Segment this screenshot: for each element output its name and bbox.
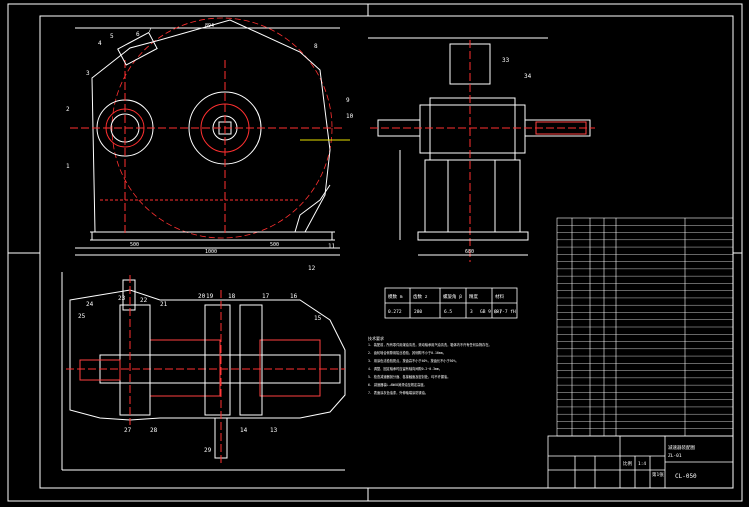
- svg-text:24: 24: [86, 301, 94, 308]
- svg-text:10: 10: [346, 113, 354, 120]
- tech-req-line-6: 6. 减速器装L-AN68润滑油至规定高度。: [368, 382, 427, 387]
- top-section-leaders: 25 24 23 22 21 20 19 18 17 16 15 27 28 2…: [78, 293, 322, 454]
- tech-req-title: 技术要求: [368, 335, 384, 341]
- svg-text:280: 280: [414, 309, 422, 315]
- drawing-code: CL-050: [675, 473, 697, 480]
- tech-req-line-4: 4. 调整、固定轴承时应留有轴向间隙0.2~0.3mm。: [368, 366, 442, 371]
- tech-req-line-5: 5. 检查减速器剖分面、各接触面及密封处，均不许漏油。: [368, 374, 450, 379]
- svg-text:22: 22: [140, 297, 148, 304]
- svg-text:8: 8: [314, 43, 318, 50]
- title-block-text: 减速器装配图 ZL-01 CL-050 比例 1:4 第1张 技术要求: [368, 335, 697, 480]
- svg-text:34: 34: [524, 73, 532, 80]
- parameter-table-text: 模数 m 齿数 z 螺旋角 β 精度 材料 0.272 280 6.5 3 GB…: [388, 293, 516, 315]
- svg-text:13: 13: [270, 427, 278, 434]
- svg-text:11: 11: [328, 243, 336, 250]
- svg-text:8-7-7 fH: 8-7-7 fH: [494, 309, 516, 315]
- svg-text:19: 19: [206, 293, 214, 300]
- gear-parameter-table: [384, 287, 518, 319]
- svg-text:12: 12: [308, 265, 316, 272]
- svg-text:9: 9: [346, 97, 350, 104]
- side-dim: 680: [465, 249, 474, 255]
- svg-text:3: 3: [86, 70, 90, 77]
- front-dim-a: 500: [130, 242, 139, 248]
- assembly-name: 减速器装配图: [668, 444, 695, 451]
- sheet-label: 第1张: [652, 471, 664, 478]
- svg-text:15: 15: [314, 315, 322, 322]
- technical-requirements: 1. 装配前，所有零件用煤油清洗，滚动轴承用汽油清洗，箱体内不许有任何杂物存在。…: [368, 342, 492, 395]
- top-section-view: [61, 272, 346, 471]
- svg-text:27: 27: [124, 427, 132, 434]
- side-view-leaders: 33 34: [502, 57, 532, 80]
- scale-value: 1:4: [638, 461, 646, 467]
- scale-label: 比例: [623, 460, 632, 467]
- svg-text:28: 28: [150, 427, 158, 434]
- svg-text:21: 21: [160, 301, 168, 308]
- inner-frame: [39, 15, 734, 489]
- tech-req-line-3: 3. 用涂色法检验斑点，按齿高不小于40%，按齿长不小于50%。: [368, 358, 459, 363]
- svg-text:齿数 z: 齿数 z: [413, 293, 428, 300]
- svg-text:2: 2: [66, 106, 70, 113]
- svg-text:材料: 材料: [495, 293, 504, 300]
- svg-text:17: 17: [262, 293, 270, 300]
- parts-list-rows: [557, 225, 733, 429]
- svg-text:20: 20: [198, 293, 206, 300]
- svg-text:模数 m: 模数 m: [388, 293, 403, 300]
- svg-text:0.272: 0.272: [388, 309, 402, 315]
- title-block: [547, 435, 734, 489]
- front-view: 8 9 4 500 500 1000: [70, 17, 350, 256]
- tech-req-line-1: 1. 装配前，所有零件用煤油清洗，滚动轴承用汽油清洗，箱体内不许有任何杂物存在。: [368, 342, 492, 347]
- front-dim-b: 500: [270, 242, 279, 248]
- svg-text:14: 14: [240, 427, 248, 434]
- svg-text:23: 23: [118, 295, 126, 302]
- svg-text:29: 29: [204, 447, 212, 454]
- drawing-number: ZL-01: [668, 453, 682, 459]
- svg-text:25: 25: [78, 313, 86, 320]
- side-view: 680: [368, 37, 595, 262]
- sheet-border: [7, 3, 743, 502]
- svg-text:33: 33: [502, 57, 510, 64]
- svg-text:1: 1: [66, 163, 70, 170]
- svg-text:6.5: 6.5: [444, 309, 452, 315]
- tech-req-line-7: 7. 表面涂灰色油漆，外伸轴端涂防锈油。: [368, 390, 428, 395]
- svg-text:6: 6: [136, 31, 140, 38]
- svg-text:16: 16: [290, 293, 298, 300]
- svg-text:螺旋角 β: 螺旋角 β: [443, 293, 462, 300]
- svg-text:精度: 精度: [469, 293, 478, 300]
- front-dim-bottom: 1000: [205, 249, 217, 255]
- svg-text:4: 4: [98, 40, 102, 47]
- svg-text:3: 3: [470, 309, 473, 315]
- tech-req-line-2: 2. 齿轮啮合侧隙用铅丝检验，其侧隙不小于0.16mm。: [368, 350, 446, 355]
- front-view-leaders: 1 2 3 4 5 6 7 8 9 10 11 12: [66, 27, 354, 272]
- svg-text:7: 7: [148, 27, 152, 34]
- svg-text:5: 5: [110, 33, 114, 40]
- svg-text:GB 9 (8): GB 9 (8): [480, 309, 502, 315]
- svg-text:18: 18: [228, 293, 236, 300]
